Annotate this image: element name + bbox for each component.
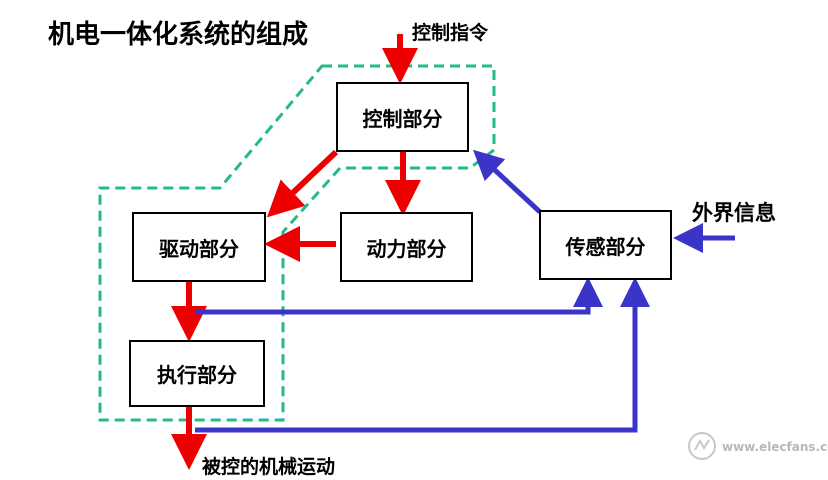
power-node: 动力部分: [340, 212, 473, 282]
arrow-actuator-to-sensor: [195, 277, 650, 433]
actuator-node: 执行部分: [129, 340, 265, 407]
watermark-text: www.elecfans.com: [722, 440, 828, 454]
drive-node: 驱动部分: [132, 212, 266, 282]
control-node: 控制部分: [336, 82, 469, 152]
arrow-control-to-drive: [266, 149, 339, 218]
elecfans-logo-icon: [688, 432, 716, 460]
controlled-motion-label: 被控的机械运动: [202, 456, 336, 478]
control-command-label: 控制指令: [412, 22, 489, 44]
external-info-label: 外界信息: [692, 201, 776, 225]
arrow-drive-to-sensor: [195, 277, 603, 315]
arrow-sensor-to-control: [473, 149, 542, 214]
sensor-node: 传感部分: [539, 210, 672, 280]
page-title: 机电一体化系统的组成: [48, 20, 309, 50]
